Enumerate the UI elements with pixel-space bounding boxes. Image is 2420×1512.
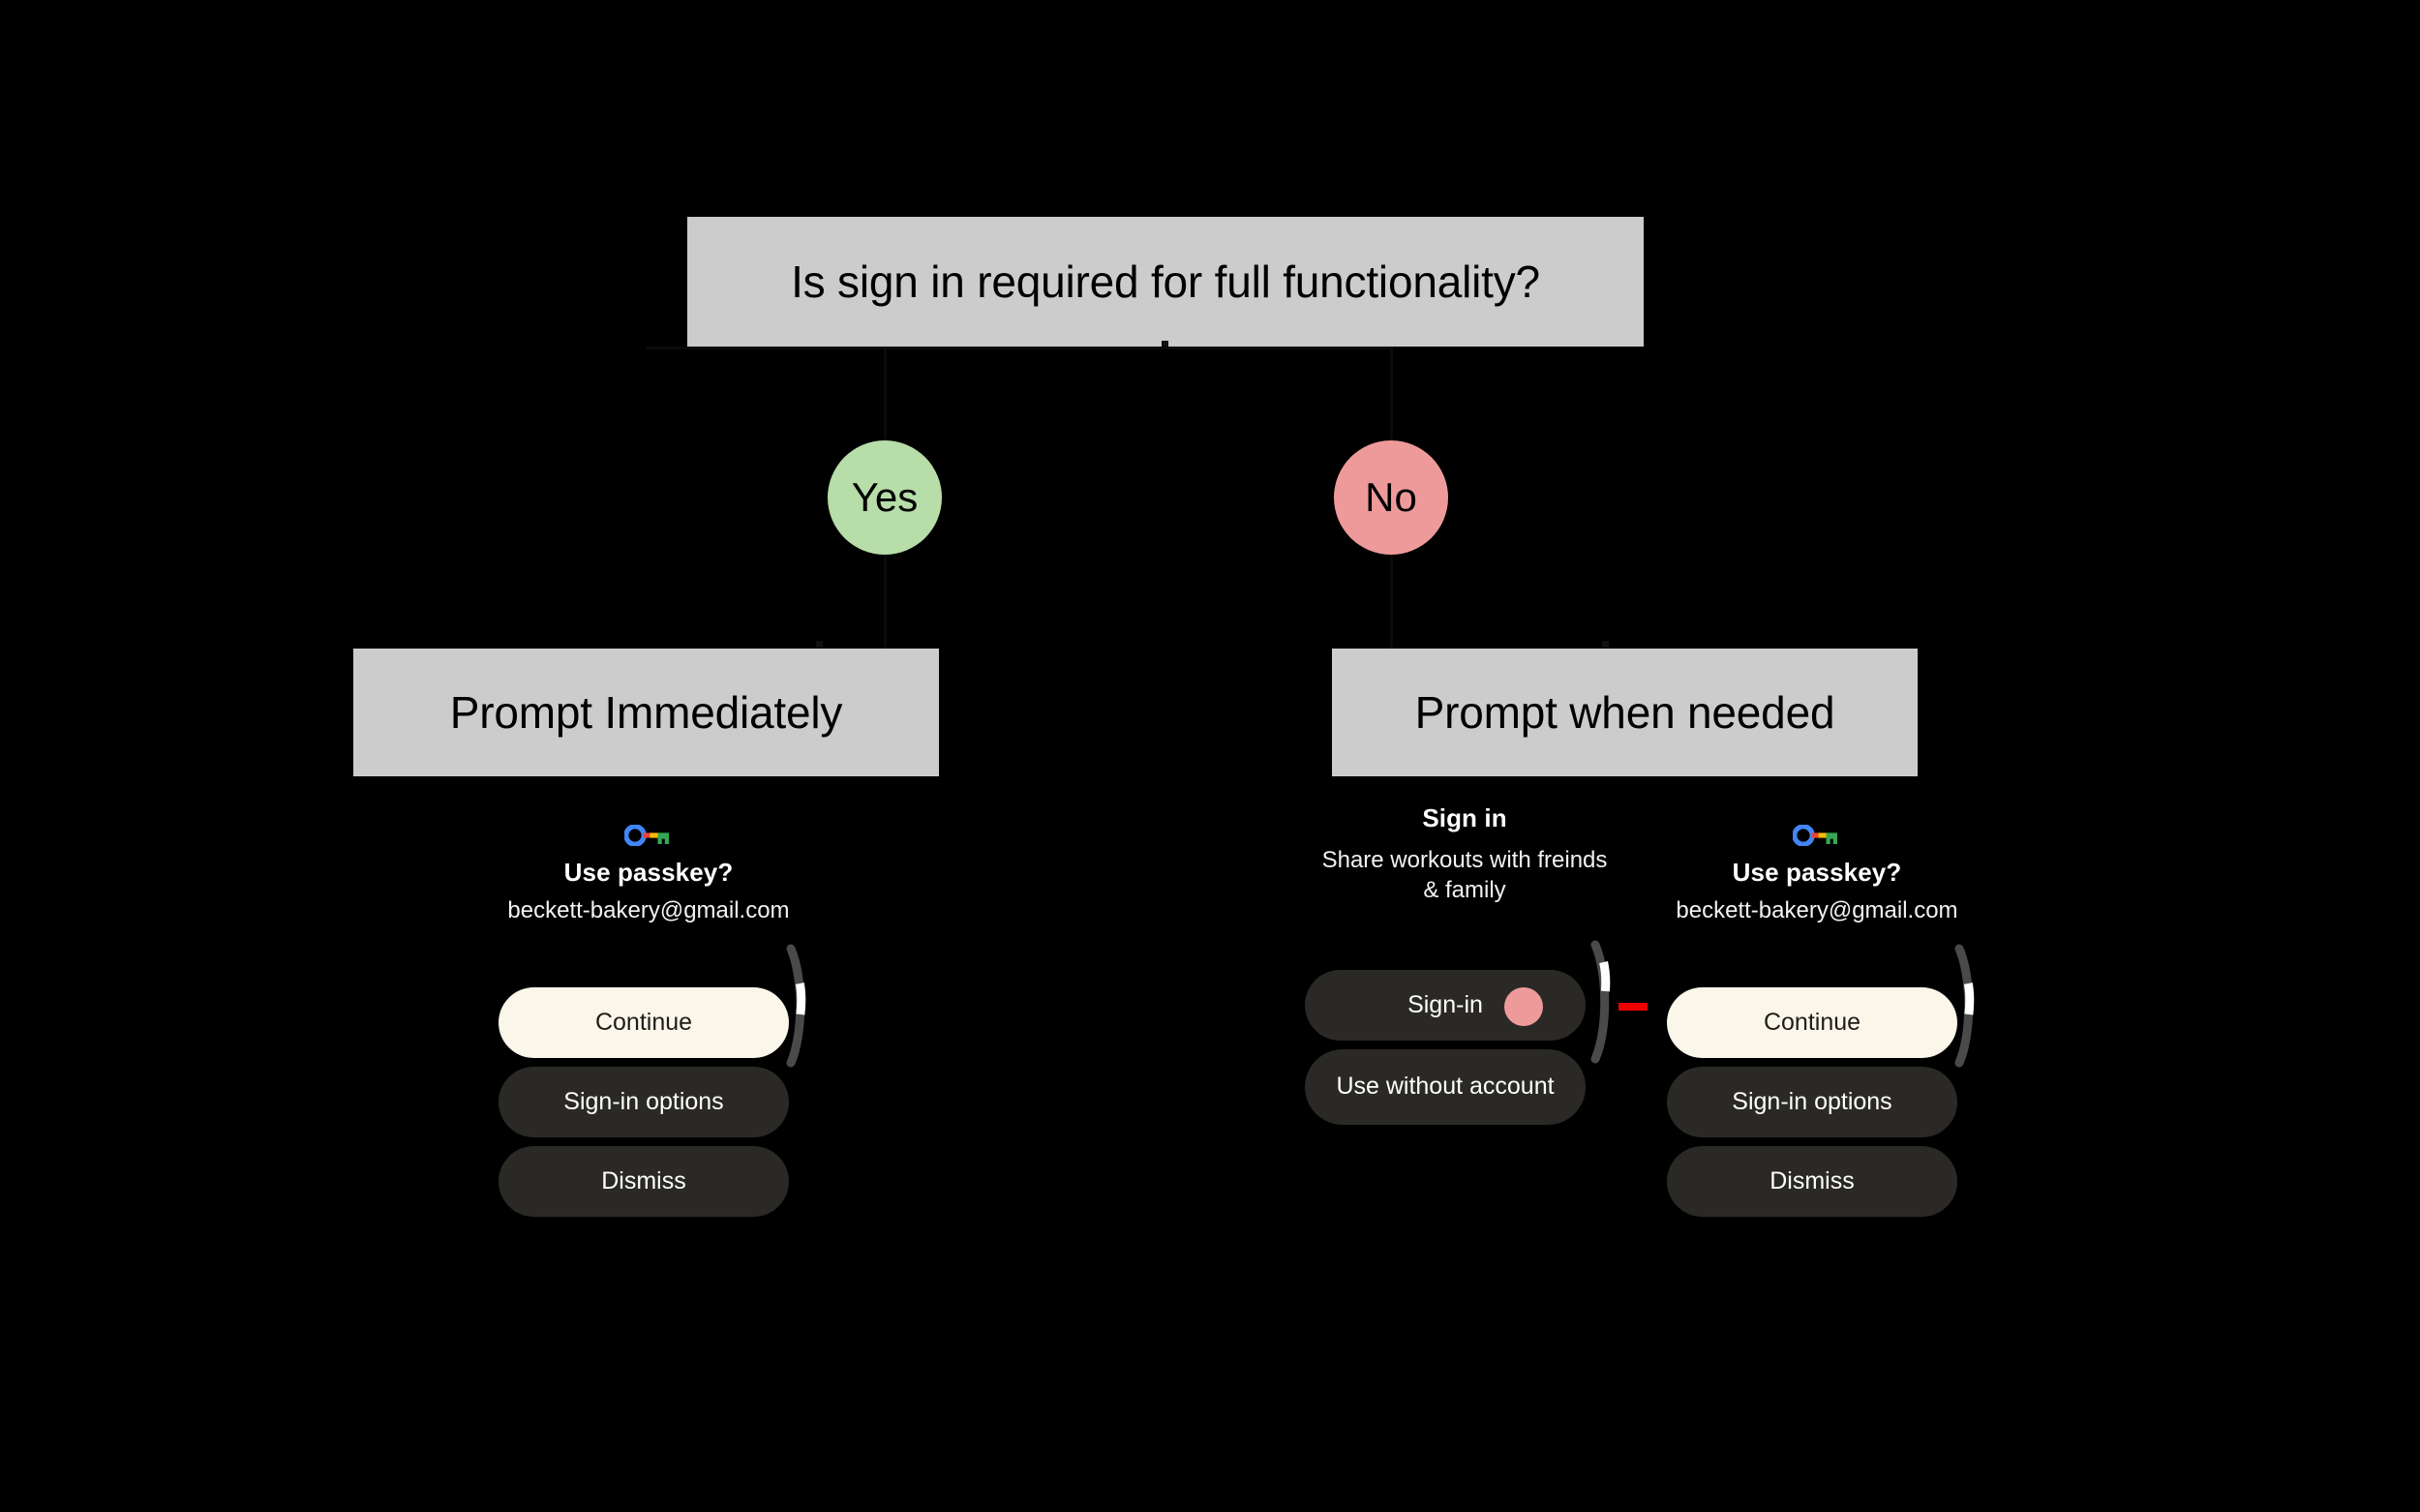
connector-branch-rail: [646, 347, 1393, 349]
outcome-left-text: Prompt Immediately: [449, 686, 843, 738]
watch-middle-signin-label: Sign-in: [1407, 990, 1483, 1018]
connector-no-to-outcome: [1390, 555, 1393, 649]
watch-left-dismiss-label: Dismiss: [601, 1166, 686, 1194]
watch-right-continue-label: Continue: [1763, 1008, 1861, 1036]
connector-yes-to-outcome: [884, 555, 887, 649]
scroll-indicator[interactable]: [785, 943, 810, 1069]
watch-screen-right: Use passkey? beckett-bakery@gmail.com Co…: [1648, 803, 1986, 1307]
branch-label-yes: Yes: [828, 440, 942, 555]
watch-right-title: Use passkey?: [1732, 858, 1902, 887]
branch-label-no-text: No: [1365, 474, 1417, 520]
connector-question-to-yes: [884, 347, 887, 440]
watch-right-subtitle: beckett-bakery@gmail.com: [1676, 897, 1958, 923]
watch-left-dismiss-button[interactable]: Dismiss: [499, 1146, 789, 1217]
branch-label-yes-text: Yes: [851, 474, 919, 520]
outcome-box-prompt-when-needed: Prompt when needed: [1332, 649, 1918, 776]
watch-right-signin-options-label: Sign-in options: [1732, 1087, 1892, 1115]
scroll-indicator[interactable]: [1589, 939, 1615, 1065]
outcome-box-prompt-immediately: Prompt Immediately: [353, 649, 939, 776]
watch-left-signin-options-label: Sign-in options: [563, 1087, 724, 1115]
watch-middle-signin-button[interactable]: Sign-in: [1305, 970, 1586, 1041]
decision-question-text: Is sign in required for full functionali…: [791, 256, 1540, 307]
connector-stub-left-outcome: [816, 641, 823, 648]
watch-screen-middle: Sign in Share workouts with freinds & fa…: [1305, 803, 1624, 1268]
connector-stub-right-outcome: [1602, 641, 1609, 648]
connector-question-to-no: [1390, 347, 1393, 440]
watch-middle-use-without-account-label: Use without account: [1336, 1073, 1555, 1101]
branch-label-no: No: [1334, 440, 1448, 555]
watch-left-continue-button[interactable]: Continue: [499, 987, 789, 1058]
google-passkey-icon: [1793, 825, 1837, 846]
watch-right-signin-options-button[interactable]: Sign-in options: [1667, 1067, 1957, 1137]
google-passkey-icon: [624, 825, 669, 846]
watch-right-continue-button[interactable]: Continue: [1667, 987, 1957, 1058]
watch-left-subtitle: beckett-bakery@gmail.com: [507, 897, 790, 923]
outcome-right-text: Prompt when needed: [1414, 686, 1835, 738]
watch-left-title: Use passkey?: [563, 858, 734, 887]
connector-stub-question: [1162, 341, 1168, 348]
tap-target-indicator: [1504, 987, 1543, 1026]
watch-right-dismiss-button[interactable]: Dismiss: [1667, 1146, 1957, 1217]
watch-left-continue-label: Continue: [594, 1008, 693, 1036]
decision-question-box: Is sign in required for full functionali…: [687, 217, 1644, 347]
watch-middle-subtitle: Share workouts with freinds & family: [1321, 847, 1608, 903]
watch-middle-use-without-account-button[interactable]: Use without account: [1305, 1049, 1586, 1125]
watch-middle-title: Sign in: [1422, 803, 1507, 832]
watch-right-dismiss-label: Dismiss: [1770, 1166, 1855, 1194]
scroll-indicator[interactable]: [1953, 943, 1979, 1069]
watch-left-signin-options-button[interactable]: Sign-in options: [499, 1067, 789, 1137]
watch-screen-left: Use passkey? beckett-bakery@gmail.com Co…: [479, 803, 818, 1307]
